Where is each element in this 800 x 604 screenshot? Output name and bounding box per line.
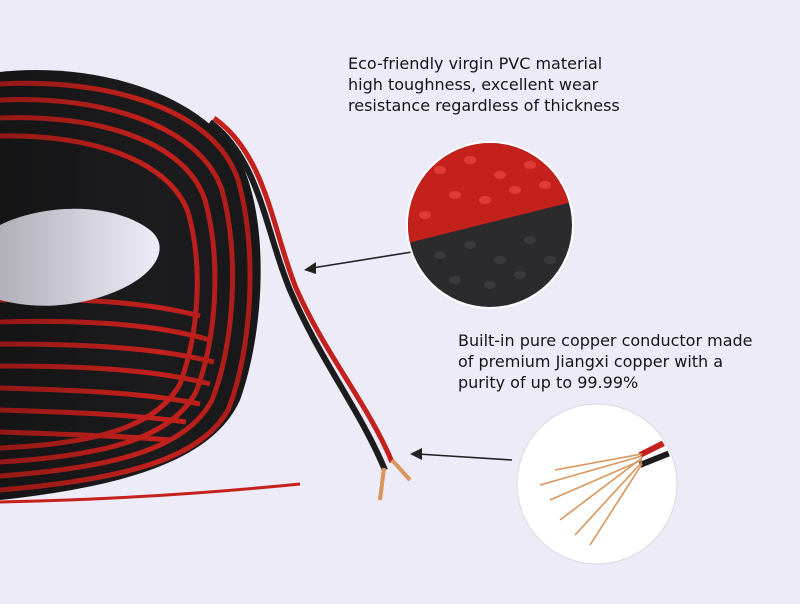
copper-conductor-caption: Built-in pure copper conductor made of p… [458, 331, 753, 392]
pvc-pellets-image [406, 141, 574, 309]
pvc-material-caption: Eco-friendly virgin PVC material high to… [348, 54, 620, 115]
arrow-left-icon [410, 448, 513, 461]
copper-conductor-image [516, 403, 678, 565]
wire-coil [0, 70, 412, 504]
arrow-left-icon [304, 251, 413, 274]
